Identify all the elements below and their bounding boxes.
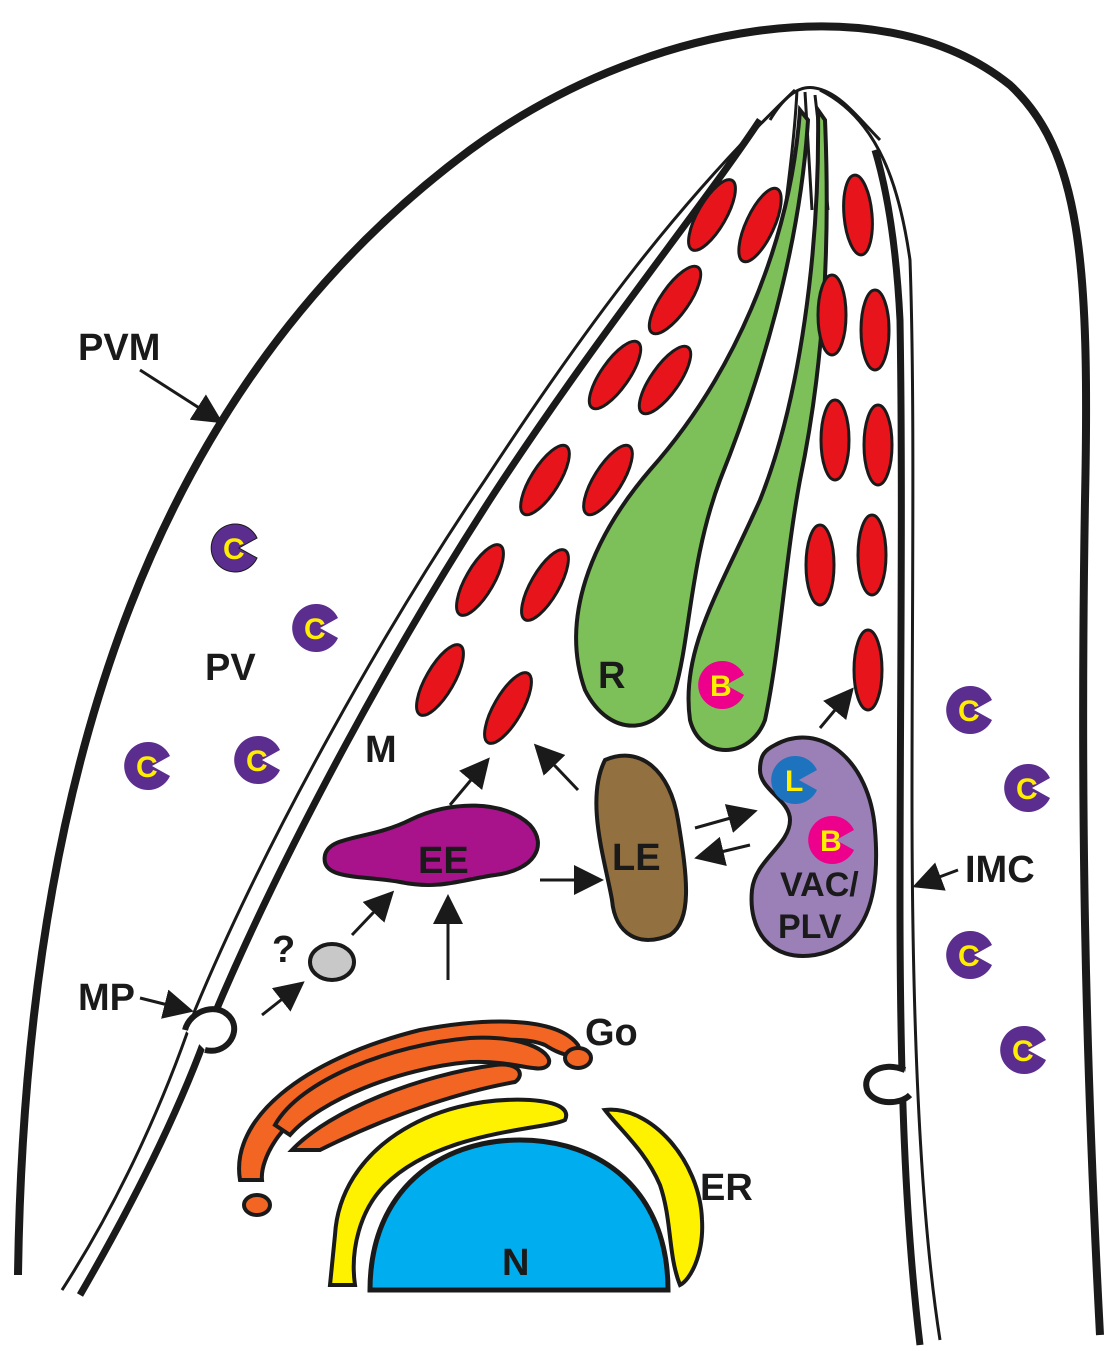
label-mp: MP: [78, 977, 135, 1019]
microneme: [408, 638, 472, 721]
c-marker: C: [234, 736, 280, 784]
arrow-pvm: [140, 370, 218, 420]
svg-text:C: C: [246, 745, 268, 778]
microneme: [821, 400, 849, 480]
microneme: [864, 405, 892, 485]
svg-text:L: L: [785, 765, 803, 798]
microneme: [858, 515, 886, 595]
micropore-right: [866, 1067, 910, 1102]
svg-text:B: B: [710, 670, 732, 703]
micropore: [185, 1009, 234, 1051]
c-marker: C: [124, 742, 170, 790]
microneme: [513, 543, 577, 626]
arrow-ee-to-m: [450, 762, 486, 805]
arrow-mp-to-vesicle: [262, 985, 300, 1015]
microneme: [854, 630, 882, 710]
label-n: N: [502, 1242, 529, 1284]
arrow-vesicle-to-ee: [352, 895, 390, 935]
arrow-vac-to-m: [820, 692, 850, 728]
label-vac-line2: PLV: [778, 908, 842, 946]
svg-text:C: C: [958, 695, 980, 728]
label-m: M: [365, 729, 397, 771]
label-vac-line1: VAC/: [780, 866, 859, 904]
microneme: [861, 290, 889, 370]
microneme: [476, 666, 540, 749]
label-pvm: PVM: [78, 327, 160, 369]
svg-text:C: C: [1016, 773, 1038, 806]
microneme: [818, 275, 846, 355]
unknown-vesicle: [310, 944, 354, 980]
c-marker: C: [292, 604, 338, 652]
arrow-le-to-vac: [695, 812, 752, 828]
label-pv: PV: [205, 647, 256, 689]
c-marker: C: [211, 524, 257, 572]
arrow-mp: [140, 998, 188, 1010]
pvm-membrane: [18, 26, 1100, 1335]
arrow-le-to-m: [538, 748, 578, 790]
microneme: [806, 525, 834, 605]
svg-text:C: C: [136, 751, 158, 784]
svg-text:C: C: [304, 613, 326, 646]
label-question: ?: [272, 929, 295, 971]
svg-text:C: C: [223, 533, 245, 566]
svg-text:C: C: [958, 940, 980, 973]
c-marker: C: [946, 931, 992, 979]
label-go: Go: [585, 1012, 638, 1054]
label-r: R: [598, 655, 625, 697]
c-marker: C: [1000, 1026, 1046, 1074]
c-marker: C: [946, 686, 992, 734]
c-marker: C: [1004, 764, 1050, 812]
svg-text:B: B: [820, 825, 842, 858]
arrow-vac-to-le: [700, 845, 750, 857]
label-ee: EE: [418, 840, 469, 882]
microneme: [841, 174, 876, 256]
label-imc: IMC: [965, 849, 1035, 891]
label-er: ER: [700, 1167, 753, 1209]
svg-text:C: C: [1012, 1035, 1034, 1068]
label-le: LE: [612, 837, 661, 879]
arrow-imc: [918, 870, 958, 885]
